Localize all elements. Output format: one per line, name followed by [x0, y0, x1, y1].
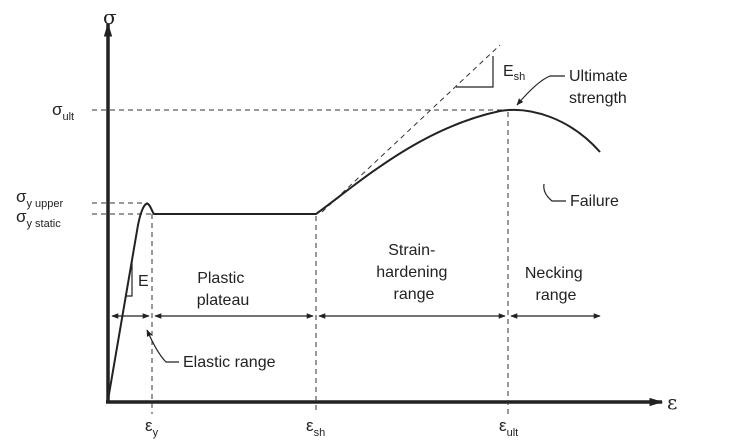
necking-label: Necking range: [525, 265, 587, 304]
eps-y-label: εy: [145, 416, 159, 439]
ultimate-strength-label: Ultimate strength: [569, 68, 632, 107]
failure-leader: [543, 183, 566, 202]
strain-hardening-label: Strain- hardening range: [376, 242, 452, 303]
ultimate-strength-leader: [516, 75, 565, 106]
x-axis-symbol: ε: [667, 390, 677, 414]
elastic-modulus-label: E: [138, 273, 149, 290]
elastic-range-leader: [146, 329, 179, 363]
eps-sh-label: εsh: [306, 416, 325, 439]
eps-ult-label: εult: [499, 416, 518, 439]
hardening-slope-triangle: [456, 56, 494, 88]
sigma-ult-label: σult: [52, 100, 74, 123]
hardening-modulus-label: Esh: [503, 63, 525, 83]
sigma-y-static-label: σy static: [16, 207, 61, 230]
stress-strain-curve: [107, 108, 601, 401]
elastic-slope-triangle: [126, 260, 133, 297]
sigma-y-upper-label: σy upper: [16, 187, 64, 210]
elastic-range-label: Elastic range: [183, 354, 276, 371]
failure-label: Failure: [570, 193, 619, 210]
y-axis-symbol: σ: [103, 5, 117, 29]
hardening-tangent: [321, 44, 501, 213]
plastic-plateau-label: Plastic plateau: [197, 270, 250, 309]
